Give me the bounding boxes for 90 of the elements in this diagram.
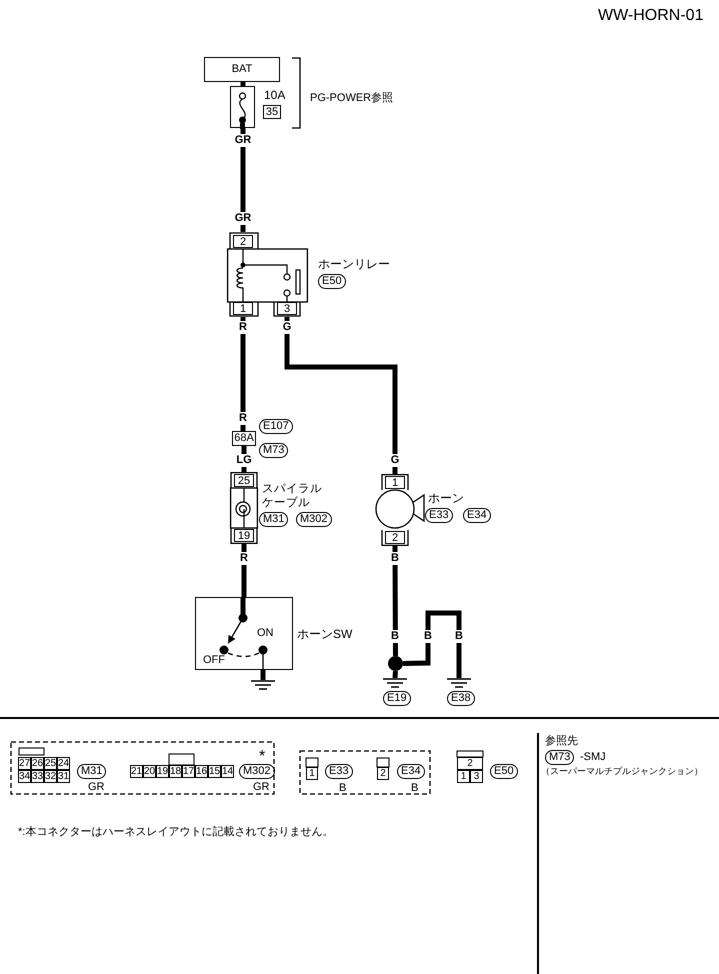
- fuse-number: 35: [263, 105, 281, 119]
- pin-cell: 16: [195, 765, 208, 778]
- component-label: スパイラルケーブル: [262, 482, 323, 510]
- ground-symbol: [251, 680, 275, 690]
- connector-tag: M73: [545, 750, 574, 765]
- wire: [240, 128, 246, 232]
- pin-number: 3: [277, 302, 297, 315]
- connector-tag: M302: [239, 764, 275, 779]
- wire-color-label: B: [339, 782, 346, 795]
- pin-cell: 2: [457, 757, 483, 770]
- pin-number: 1: [385, 476, 405, 489]
- pin-cell: 15: [208, 765, 221, 778]
- fuse-symbol: [230, 86, 255, 128]
- pin-number: 2: [233, 235, 253, 248]
- pin-cell: 27: [18, 757, 31, 770]
- pin-cell: 19: [156, 765, 169, 778]
- wire-color-label: R: [239, 552, 249, 565]
- wire: [392, 670, 398, 678]
- connector-tag: E33: [325, 764, 353, 779]
- component-label: ホーンリレー: [318, 258, 390, 271]
- battery-box: BAT: [204, 57, 280, 82]
- splice-dot: [388, 656, 403, 671]
- wire-color-label: B: [390, 630, 400, 643]
- ground-symbol: [383, 678, 407, 688]
- wire-color-label: B: [454, 630, 464, 643]
- connector-tag: E38: [447, 691, 475, 706]
- asterisk-mark: *: [259, 750, 266, 763]
- wire: [284, 317, 398, 474]
- reference-text: （スーパーマルチプルジャンクション）: [541, 765, 703, 778]
- pin-cell: 17: [182, 765, 195, 778]
- pin-cell: 34: [18, 770, 31, 783]
- footnote: *:本コネクターはハーネスレイアウトに記載されておりません。: [18, 826, 334, 839]
- pin-cell: 1: [306, 767, 318, 780]
- reference-note: PG-POWER参照: [310, 92, 394, 105]
- wire: [392, 546, 398, 656]
- wire-color-label: GR: [88, 781, 104, 794]
- component-label: ホーン: [428, 492, 464, 505]
- connector-tag: M31: [77, 764, 106, 779]
- page-title: WW-HORN-01: [598, 6, 704, 26]
- pin-cell: 3: [470, 770, 483, 783]
- pin-cell: 2: [377, 767, 389, 780]
- pin-number: 25: [234, 474, 254, 487]
- connector-tag: E34: [397, 764, 425, 779]
- pin-cell: 21: [130, 765, 143, 778]
- wire-color-label: G: [282, 321, 292, 334]
- connector-tag: M73: [259, 443, 288, 458]
- pin-cell: 24: [57, 757, 70, 770]
- pin-cell: 32: [44, 770, 57, 783]
- connector-tag: E34: [463, 508, 491, 523]
- connector-tag: E19: [383, 691, 411, 706]
- connector-tag: E107: [259, 419, 293, 434]
- connector-tag: M31: [259, 512, 288, 527]
- wire-color-label: GR: [253, 781, 270, 794]
- pin-cell: 31: [57, 770, 70, 783]
- wire-color-label: LG: [235, 454, 253, 467]
- pin-number: 19: [234, 529, 254, 542]
- wire-color-label: B: [411, 782, 418, 795]
- wire-color-label: R: [238, 412, 248, 425]
- connector-tag: M302: [296, 512, 332, 527]
- ground-symbol: [447, 678, 471, 688]
- component-label: ホーンSW: [297, 628, 352, 641]
- switch-position-label: ON: [257, 627, 274, 640]
- pin-cell: 20: [143, 765, 156, 778]
- connector-tag: E50: [318, 274, 346, 289]
- pin-number: 2: [385, 531, 405, 544]
- pin-cell: 25: [44, 757, 57, 770]
- joint-connector: 68A: [232, 431, 256, 446]
- wire-color-label: GR: [234, 134, 252, 147]
- wire-color-label: GR: [234, 212, 252, 225]
- pin-cell: 26: [31, 757, 44, 770]
- fuse-rating: 10A: [264, 89, 286, 102]
- wire: [240, 82, 246, 86]
- pin-cell: 33: [31, 770, 44, 783]
- reference-text: -SMJ: [580, 751, 606, 764]
- reference-heading: 参照先: [545, 735, 578, 748]
- wire-color-label: R: [238, 321, 248, 334]
- wire-color-label: G: [390, 454, 400, 467]
- wire: [402, 610, 462, 678]
- switch-position-label: OFF: [203, 654, 225, 667]
- wire-color-label: B: [423, 630, 433, 643]
- wire: [242, 544, 246, 597]
- pin-number: 1: [233, 302, 253, 315]
- pin-cell: 18: [169, 765, 182, 778]
- pin-cell: 1: [457, 770, 470, 783]
- connector-tag: E33: [425, 508, 453, 523]
- pin-cell: 14: [221, 765, 234, 778]
- wire: [240, 317, 246, 431]
- connector-tag: E50: [490, 764, 518, 779]
- wire: [260, 670, 266, 680]
- wire-color-label: B: [390, 552, 400, 565]
